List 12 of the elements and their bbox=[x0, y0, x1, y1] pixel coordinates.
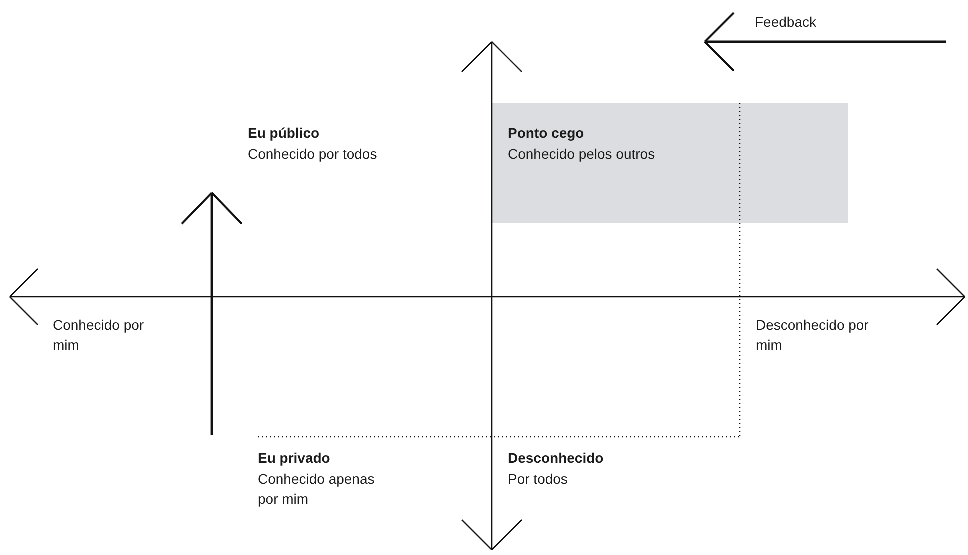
quadrant-description: Conhecido apenas por mim bbox=[258, 470, 376, 509]
quadrant-title: Eu público bbox=[248, 124, 320, 143]
quadrant-title: Ponto cego bbox=[508, 124, 584, 143]
quadrant-title: Desconhecido bbox=[508, 449, 604, 468]
quadrant-description: Por todos bbox=[508, 470, 568, 489]
arrow-label: Feedback bbox=[755, 13, 816, 32]
quadrant-title: Eu privado bbox=[258, 449, 330, 468]
quadrant-description: Conhecido pelos outros bbox=[508, 145, 656, 164]
quadrant-box bbox=[492, 103, 848, 223]
axis-label: Conhecido por mim bbox=[53, 316, 146, 355]
axis-label: Desconhecido por mim bbox=[756, 316, 870, 355]
quadrant-description: Conhecido por todos bbox=[248, 145, 378, 164]
